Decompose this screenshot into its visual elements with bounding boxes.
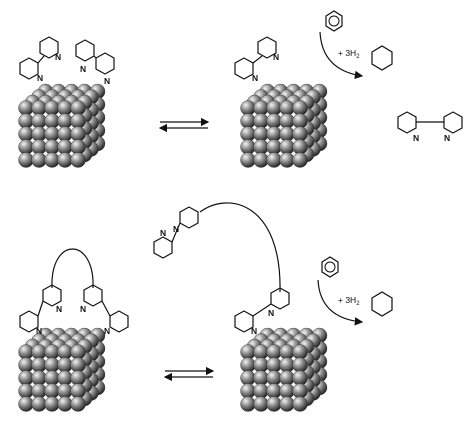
reagent-label: + 3H2	[338, 295, 360, 307]
nanoparticle-cube	[18, 83, 106, 168]
benzene-icon	[325, 10, 343, 32]
nitrogen-label: N	[444, 133, 450, 143]
bipyridine-icon: N N	[397, 111, 463, 143]
cyclohexane-icon	[371, 45, 393, 71]
bipyridine-icon: N N	[19, 36, 61, 83]
nitrogen-label: N	[251, 326, 257, 336]
tethered-bis-bipyridine-icon: N N N N	[19, 248, 129, 336]
nitrogen-label: N	[37, 73, 43, 83]
benzene-icon	[321, 256, 339, 278]
nitrogen-label: N	[160, 228, 166, 238]
reagent-label: + 3H2	[338, 48, 360, 60]
nitrogen-label: N	[268, 308, 274, 318]
tethered-bis-bipyridine-icon: N N N N	[153, 202, 290, 336]
nitrogen-label: N	[413, 133, 419, 143]
nitrogen-label: N	[56, 304, 62, 314]
cyclohexane-icon	[371, 291, 393, 317]
nitrogen-label: N	[252, 73, 258, 83]
nitrogen-label: N	[273, 52, 279, 62]
nanoparticle-cube	[18, 327, 106, 412]
bipyridine-icon: N N	[234, 36, 279, 83]
nitrogen-label: N	[173, 224, 179, 234]
nitrogen-label: N	[36, 326, 42, 336]
bipyridine-icon: N N	[75, 39, 115, 86]
nitrogen-label: N	[104, 76, 110, 86]
nitrogen-label: N	[55, 52, 61, 62]
nitrogen-label: N	[80, 64, 86, 74]
nitrogen-label: N	[80, 304, 86, 314]
nanoparticle-cube	[240, 327, 328, 412]
equilibrium-arrows	[158, 117, 210, 133]
equilibrium-arrows	[163, 366, 215, 382]
reaction-arrow	[319, 31, 364, 80]
nanoparticle-cube	[240, 83, 328, 168]
nitrogen-label: N	[104, 326, 110, 336]
reaction-arrow	[317, 279, 364, 326]
